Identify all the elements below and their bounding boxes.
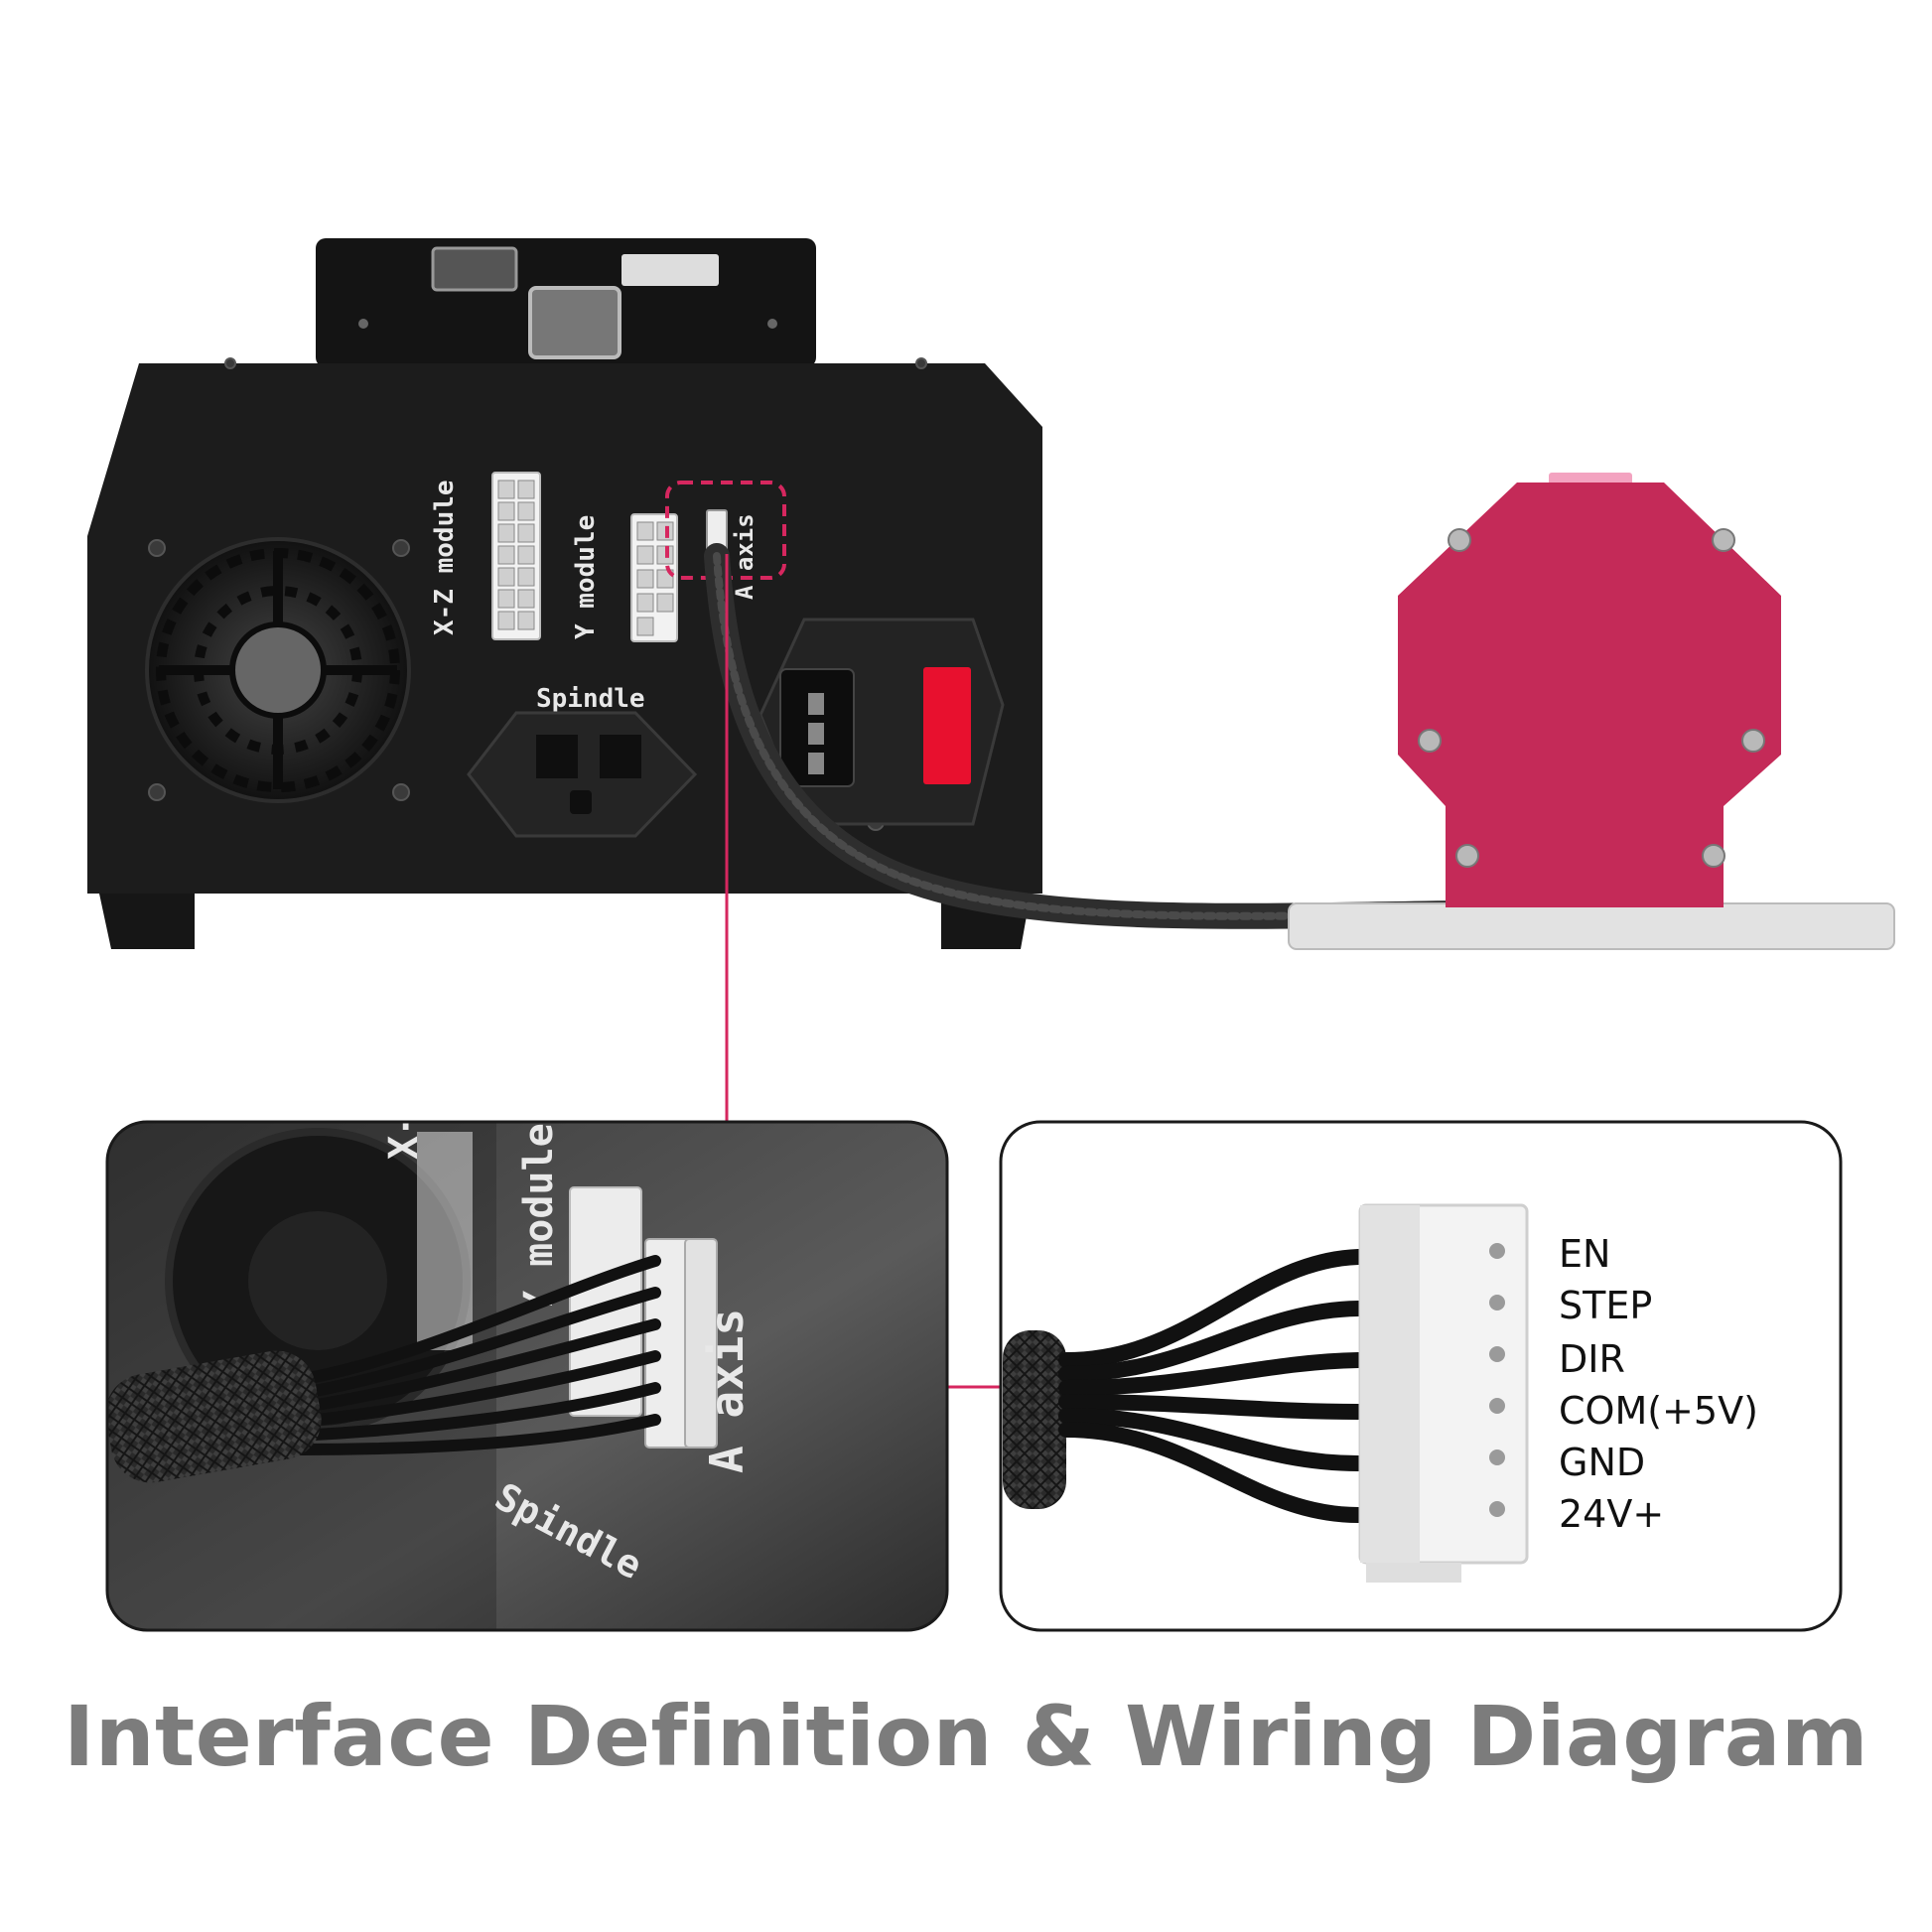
pin-label-en: EN	[1559, 1232, 1610, 1276]
pin-label-dir: DIR	[1559, 1337, 1625, 1381]
pin-label-com: COM(+5V)	[1559, 1389, 1758, 1433]
cooling-fan	[145, 537, 411, 803]
power-switch	[923, 667, 971, 784]
top-latch	[528, 286, 621, 359]
spindle-socket	[467, 711, 698, 838]
pinout-wires	[1058, 1249, 1366, 1523]
y-module-label: Y module	[571, 515, 601, 639]
xz-module-connector	[491, 472, 541, 640]
xz-module-label: X-Z module	[430, 480, 460, 635]
rotary-a-axis-module: <1766 cy="746" r="11"/>	[1288, 473, 1895, 950]
pin-label-gnd: GND	[1559, 1441, 1645, 1484]
top-connector	[621, 254, 719, 286]
y-module-connector	[630, 513, 678, 642]
rotary-base-plate	[1288, 902, 1895, 950]
a-axis-label: A axis	[731, 513, 759, 600]
zoom-y-label: Y module	[516, 1123, 562, 1314]
pin-label-24v: 24V+	[1559, 1492, 1664, 1536]
usb-port	[431, 246, 518, 292]
pinout-connector	[1358, 1203, 1529, 1583]
zoom-panel-controller: A axis X-Z module Y module Spindle	[105, 920, 949, 1632]
spindle-label: Spindle	[536, 684, 645, 714]
rotary-body	[1398, 483, 1781, 907]
zoom-panel-pinout: EN STEP DIR COM(+5V) GND 24V+	[999, 1120, 1843, 1632]
pin-label-step: STEP	[1559, 1284, 1652, 1327]
pin-labels: EN STEP DIR COM(+5V) GND 24V+	[1559, 1232, 1758, 1536]
pinout-cable-braid	[1003, 1330, 1066, 1509]
zoom-a-axis-label: A axis	[700, 1309, 754, 1473]
foot-left	[99, 894, 195, 949]
zoom-xz-label: X-Z module	[381, 920, 427, 1160]
page-title: Interface Definition & Wiring Diagram	[64, 1688, 1868, 1785]
rotary-screws: <1766 cy="746" r="11"/>	[1418, 528, 1765, 868]
controller-box: X-Z module Y module A axis Spindle	[87, 238, 1042, 949]
